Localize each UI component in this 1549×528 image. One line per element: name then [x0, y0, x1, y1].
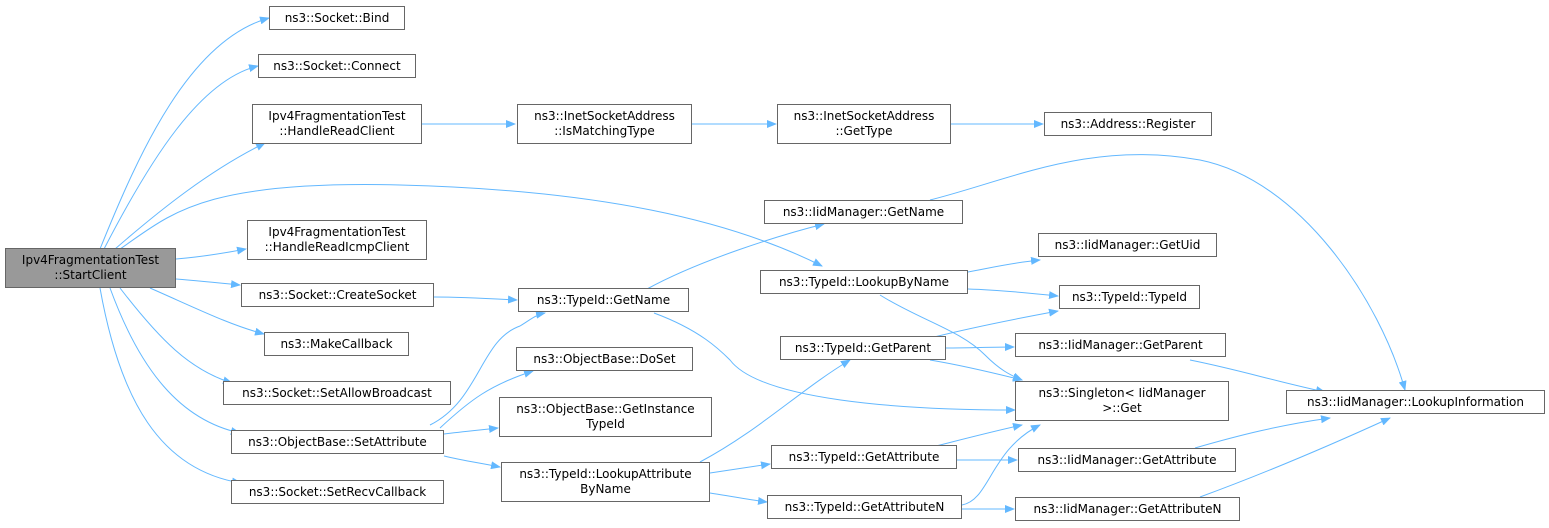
edge-iidgetname-lookupinformation — [929, 154, 1407, 391]
edge-getname-iidgetname — [646, 222, 825, 290]
edge-startclient-bind — [99, 16, 270, 250]
node-singleton-get[interactable]: ns3::Singleton< IidManager >::Get — [1015, 381, 1229, 421]
edge-startclient-setrecvcallback — [99, 287, 242, 486]
node-socket-bind[interactable]: ns3::Socket::Bind — [269, 6, 405, 30]
node-start-client: Ipv4FragmentationTest ::StartClient — [5, 248, 176, 288]
node-is-matching-type[interactable]: ns3::InetSocketAddress ::IsMatchingType — [517, 104, 692, 144]
edge-startclient-makecallback — [149, 287, 265, 336]
edge-lookupbyname-iidgetuid — [967, 256, 1041, 273]
edge-getattributen-singletonget — [961, 424, 1041, 506]
edge-getparent-iidgetparent — [945, 343, 1015, 352]
edge-iidgetparent-lookupinformation — [1189, 359, 1326, 394]
edge-lookupattr-getattribute — [709, 461, 771, 474]
node-typeid-get-attribute-n[interactable]: ns3::TypeId::GetAttributeN — [767, 495, 962, 519]
edge-setattribute-getinstancetypeid — [443, 425, 499, 435]
edge-setattribute-getname — [429, 310, 546, 426]
edge-getname-singletonget — [653, 312, 1016, 414]
edge-lookupattr-getparent — [699, 359, 851, 463]
node-typeid-get-attribute[interactable]: ns3::TypeId::GetAttribute — [771, 445, 957, 469]
edge-startclient-handlereadicmpclient — [175, 246, 247, 260]
node-iid-get-attribute[interactable]: ns3::IidManager::GetAttribute — [1018, 448, 1236, 472]
node-lookup-attribute-by-name[interactable]: ns3::TypeId::LookupAttribute ByName — [501, 462, 710, 502]
node-iid-get-attribute-n[interactable]: ns3::IidManager::GetAttributeN — [1015, 497, 1240, 521]
edge-startclient-handlereadclient — [114, 142, 266, 250]
node-set-attribute[interactable]: ns3::ObjectBase::SetAttribute — [231, 430, 444, 454]
edge-startclient-setallowbroadcast — [119, 287, 233, 385]
node-handle-read-icmp-client[interactable]: Ipv4FragmentationTest ::HandleReadIcmpCl… — [247, 220, 427, 260]
node-do-set[interactable]: ns3::ObjectBase::DoSet — [516, 347, 693, 371]
edge-setattribute-doset — [439, 369, 534, 429]
edge-setattribute-lookupattributebyname — [443, 455, 501, 470]
node-socket-connect[interactable]: ns3::Socket::Connect — [258, 54, 416, 78]
edge-getparent-singletonget — [929, 359, 1023, 382]
node-typeid-get-name[interactable]: ns3::TypeId::GetName — [518, 288, 689, 312]
edge-startclient-setattribute — [109, 287, 241, 435]
edge-lookupbyname-typeidtypeid — [967, 288, 1059, 300]
node-iid-get-name[interactable]: ns3::IidManager::GetName — [764, 200, 963, 224]
node-handle-read-client[interactable]: Ipv4FragmentationTest ::HandleReadClient — [252, 104, 422, 144]
node-iid-lookup-information[interactable]: ns3::IidManager::LookupInformation — [1286, 390, 1545, 414]
node-inet-get-type[interactable]: ns3::InetSocketAddress ::GetType — [777, 104, 951, 144]
node-typeid-typeid[interactable]: ns3::TypeId::TypeId — [1059, 285, 1200, 309]
node-get-instance-type-id[interactable]: ns3::ObjectBase::GetInstance TypeId — [499, 397, 712, 437]
edge-iidgetattribute-lookupinformation — [1194, 415, 1331, 449]
node-set-allow-broadcast[interactable]: ns3::Socket::SetAllowBroadcast — [223, 381, 451, 405]
edge-startclient-lookupbyname — [119, 184, 823, 267]
edge-startclient-createsocket — [175, 278, 241, 289]
edge-iidgetattributen-lookupinformation — [1199, 417, 1391, 498]
node-iid-get-parent[interactable]: ns3::IidManager::GetParent — [1015, 333, 1226, 357]
node-set-recv-callback[interactable]: ns3::Socket::SetRecvCallback — [231, 480, 444, 504]
node-lookup-by-name[interactable]: ns3::TypeId::LookupByName — [760, 270, 968, 294]
node-address-register[interactable]: ns3::Address::Register — [1044, 112, 1212, 136]
node-iid-get-uid[interactable]: ns3::IidManager::GetUid — [1038, 233, 1217, 257]
edge-lookupbyname-singletonget — [879, 294, 1023, 381]
node-make-callback[interactable]: ns3::MakeCallback — [264, 332, 409, 356]
edge-lookupattr-getattributen — [709, 492, 768, 505]
node-create-socket[interactable]: ns3::Socket::CreateSocket — [241, 283, 434, 307]
edge-createsocket-getname — [433, 295, 518, 304]
node-typeid-get-parent[interactable]: ns3::TypeId::GetParent — [780, 336, 946, 360]
edge-startclient-connect — [103, 64, 259, 250]
edge-getparent-typeidtypeid — [929, 308, 1059, 339]
